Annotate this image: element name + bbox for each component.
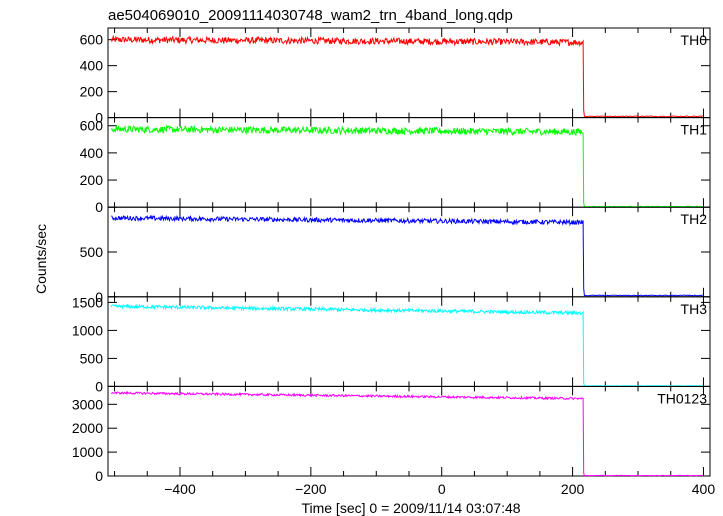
y-tick-label: 3000 <box>72 396 103 412</box>
y-tick-label: 600 <box>80 118 104 134</box>
y-tick-label: 0 <box>95 378 103 394</box>
y-tick-label: 0 <box>95 468 103 484</box>
y-tick-label: 400 <box>80 58 104 74</box>
series-line-th3 <box>110 303 703 387</box>
y-tick-label: 200 <box>80 84 104 100</box>
x-tick-label: −200 <box>295 481 327 497</box>
series-line-th0 <box>110 34 703 118</box>
y-axis-label: Counts/sec <box>33 224 49 294</box>
panel-label-th0: TH0 <box>681 32 708 48</box>
y-tick-label: 1500 <box>72 294 103 310</box>
y-tick-label: 0 <box>95 289 103 305</box>
y-tick-label: 0 <box>95 110 103 126</box>
y-tick-label: 2000 <box>72 420 103 436</box>
y-tick-label: 200 <box>80 172 104 188</box>
x-tick-label: 200 <box>561 481 585 497</box>
panel-label-th3: TH3 <box>681 301 708 317</box>
x-tick-label: −400 <box>164 481 196 497</box>
y-tick-label: 1000 <box>72 322 103 338</box>
series-line-th0123 <box>110 390 703 477</box>
panel-frame-th0123 <box>107 385 711 477</box>
series-line-th1 <box>110 124 703 208</box>
y-tick-label: 1000 <box>72 444 103 460</box>
chart-title: ae504069010_20091114030748_wam2_trn_4ban… <box>108 7 513 24</box>
y-tick-label: 600 <box>80 32 104 48</box>
x-tick-label: 400 <box>692 481 716 497</box>
x-tick-label: 0 <box>438 481 446 497</box>
x-axis-label: Time [sec] 0 = 2009/11/14 03:07:48 <box>301 500 520 516</box>
panel-label-th2: TH2 <box>681 211 708 227</box>
y-tick-label: 400 <box>80 145 104 161</box>
y-tick-label: 500 <box>80 244 104 260</box>
y-tick-label: 500 <box>80 350 104 366</box>
panel-label-th0123: TH0123 <box>657 390 707 406</box>
panel-label-th1: TH1 <box>681 122 708 138</box>
y-tick-label: 0 <box>95 199 103 215</box>
series-line-th2 <box>111 214 703 297</box>
